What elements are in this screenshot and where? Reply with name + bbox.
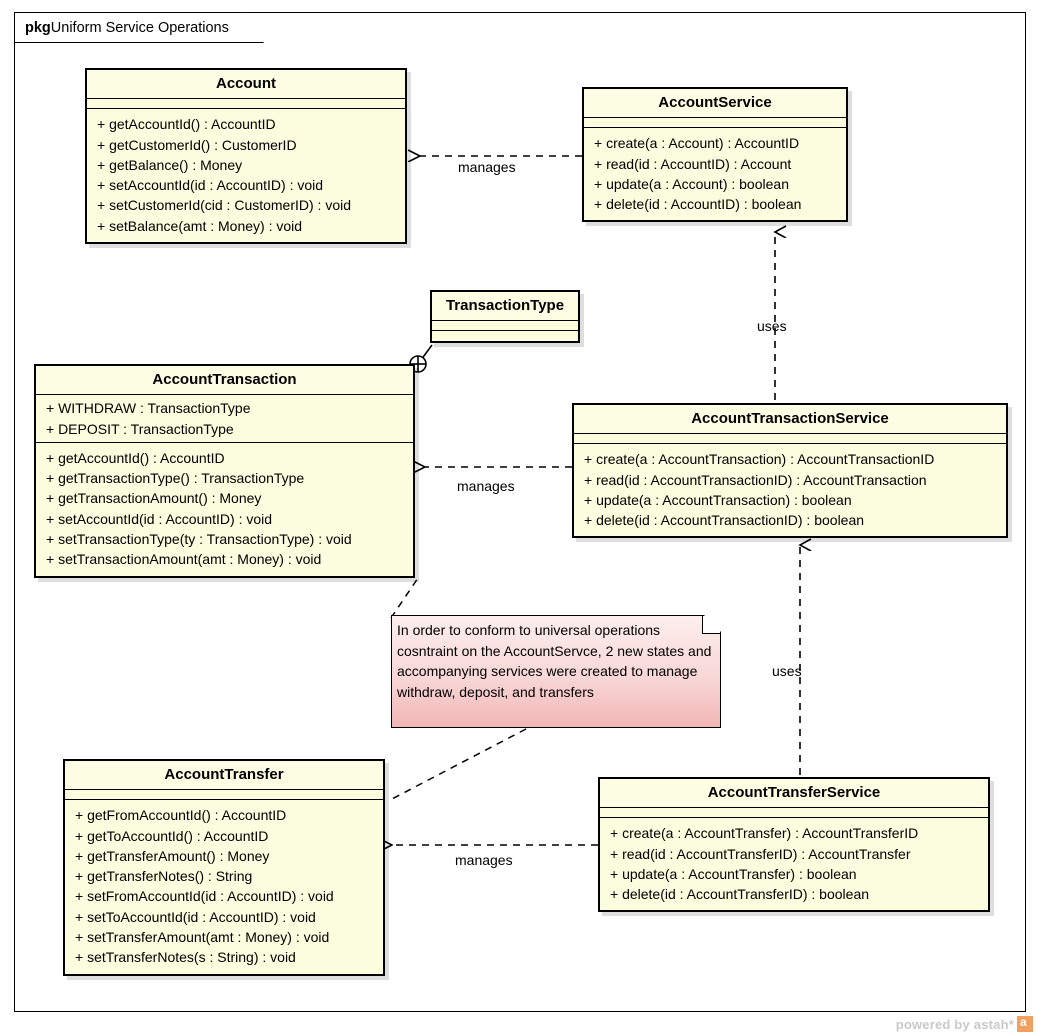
edge-label-manages-account: manages [458,159,516,175]
astah-watermark: powered by astah* [895,1015,1033,1032]
edge-label-uses-transaction-service: uses [772,663,802,679]
member: + setBalance(amt : Money) : void [97,217,303,234]
member: + create(a : Account) : AccountID [594,135,800,152]
member: + getAccountId() : AccountID [46,449,225,466]
class-operations-account-service: + create(a : Account) : AccountID + read… [584,128,846,220]
class-name-transaction-type: TransactionType [432,292,578,322]
class-box-account-service[interactable]: AccountService + create(a : Account) : A… [582,87,848,223]
member: + read(id : AccountID) : Account [594,155,792,172]
member: + DEPOSIT : TransactionType [46,420,234,437]
member: + read(id : AccountTransactionID) : Acco… [584,471,927,488]
class-box-account[interactable]: Account + getAccountId() : AccountID + g… [85,68,407,245]
member: + getTransferNotes() : String [75,868,253,885]
member: + delete(id : AccountTransferID) : boole… [610,886,870,903]
member: + create(a : AccountTransaction) : Accou… [584,451,935,468]
astah-logo-icon [1017,1015,1033,1032]
note-box[interactable]: In order to conform to universal operati… [391,615,721,728]
watermark-text: powered by astah* [895,1016,1014,1032]
class-attributes-account [87,99,405,110]
member: + update(a : AccountTransaction) : boole… [584,491,852,508]
member: + setTransferAmount(amt : Money) : void [75,929,330,946]
member: + setToAccountId(id : AccountID) : void [75,908,316,925]
package-keyword: pkg [25,19,51,36]
class-attributes-account-transaction: + WITHDRAW : TransactionType + DEPOSIT :… [36,395,413,443]
class-name-account: Account [87,70,405,100]
member: + setTransactionAmount(amt : Money) : vo… [46,551,322,568]
member: + setTransactionType(ty : TransactionTyp… [46,531,352,548]
class-name-account-transaction-service: AccountTransactionService [574,405,1006,435]
member: + update(a : Account) : boolean [594,175,789,192]
class-box-account-transfer-service[interactable]: AccountTransferService + create(a : Acco… [598,777,990,913]
edge-label-uses-account-service: uses [757,318,787,334]
member: + delete(id : AccountID) : boolean [594,196,802,213]
member: + setCustomerId(cid : CustomerID) : void [97,197,352,214]
member: + read(id : AccountTransferID) : Account… [610,845,911,862]
note-text: In order to conform to universal operati… [397,622,712,700]
class-operations-transaction-type [432,331,578,341]
member: + setTransferNotes(s : String) : void [75,949,296,966]
class-attributes-account-transaction-service [574,434,1006,445]
class-operations-account-transfer: + getFromAccountId() : AccountID + getTo… [65,800,383,973]
class-name-account-transfer-service: AccountTransferService [600,779,988,809]
member: + getTransactionAmount() : Money [46,490,262,507]
class-box-account-transaction-service[interactable]: AccountTransactionService + create(a : A… [572,403,1008,539]
package-name: Uniform Service Operations [50,19,229,36]
class-operations-account-transaction: + getAccountId() : AccountID + getTransa… [36,443,413,576]
member: + setAccountId(id : AccountID) : void [97,177,324,194]
class-attributes-account-transfer [65,790,383,801]
member: + getTransactionType() : TransactionType [46,470,305,487]
edge-label-manages-transaction: manages [457,478,515,494]
class-name-account-transaction: AccountTransaction [36,366,413,396]
member: + update(a : AccountTransfer) : boolean [610,865,857,882]
class-operations-account-transaction-service: + create(a : AccountTransaction) : Accou… [574,444,1006,536]
member: + create(a : AccountTransfer) : AccountT… [610,825,919,842]
class-operations-account: + getAccountId() : AccountID + getCustom… [87,109,405,242]
member: + setFromAccountId(id : AccountID) : voi… [75,888,334,905]
class-attributes-transaction-type [432,321,578,332]
class-box-account-transaction[interactable]: AccountTransaction + WITHDRAW : Transact… [34,364,415,578]
class-name-account-transfer: AccountTransfer [65,761,383,791]
class-name-account-service: AccountService [584,89,846,119]
member: + getAccountId() : AccountID [97,116,276,133]
class-box-account-transfer[interactable]: AccountTransfer + getFromAccountId() : A… [63,759,385,976]
member: + getFromAccountId() : AccountID [75,807,287,824]
class-attributes-account-service [584,118,846,129]
member: + getBalance() : Money [97,156,243,173]
member: + getTransferAmount() : Money [75,847,270,864]
class-attributes-account-transfer-service [600,808,988,819]
member: + WITHDRAW : TransactionType [46,400,251,417]
class-box-transaction-type[interactable]: TransactionType [430,290,580,344]
member: + setAccountId(id : AccountID) : void [46,510,273,527]
class-operations-account-transfer-service: + create(a : AccountTransfer) : AccountT… [600,818,988,910]
member: + getToAccountId() : AccountID [75,827,269,844]
edge-label-manages-transfer: manages [455,852,513,868]
member: + getCustomerId() : CustomerID [97,136,297,153]
member: + delete(id : AccountTransactionID) : bo… [584,512,865,529]
